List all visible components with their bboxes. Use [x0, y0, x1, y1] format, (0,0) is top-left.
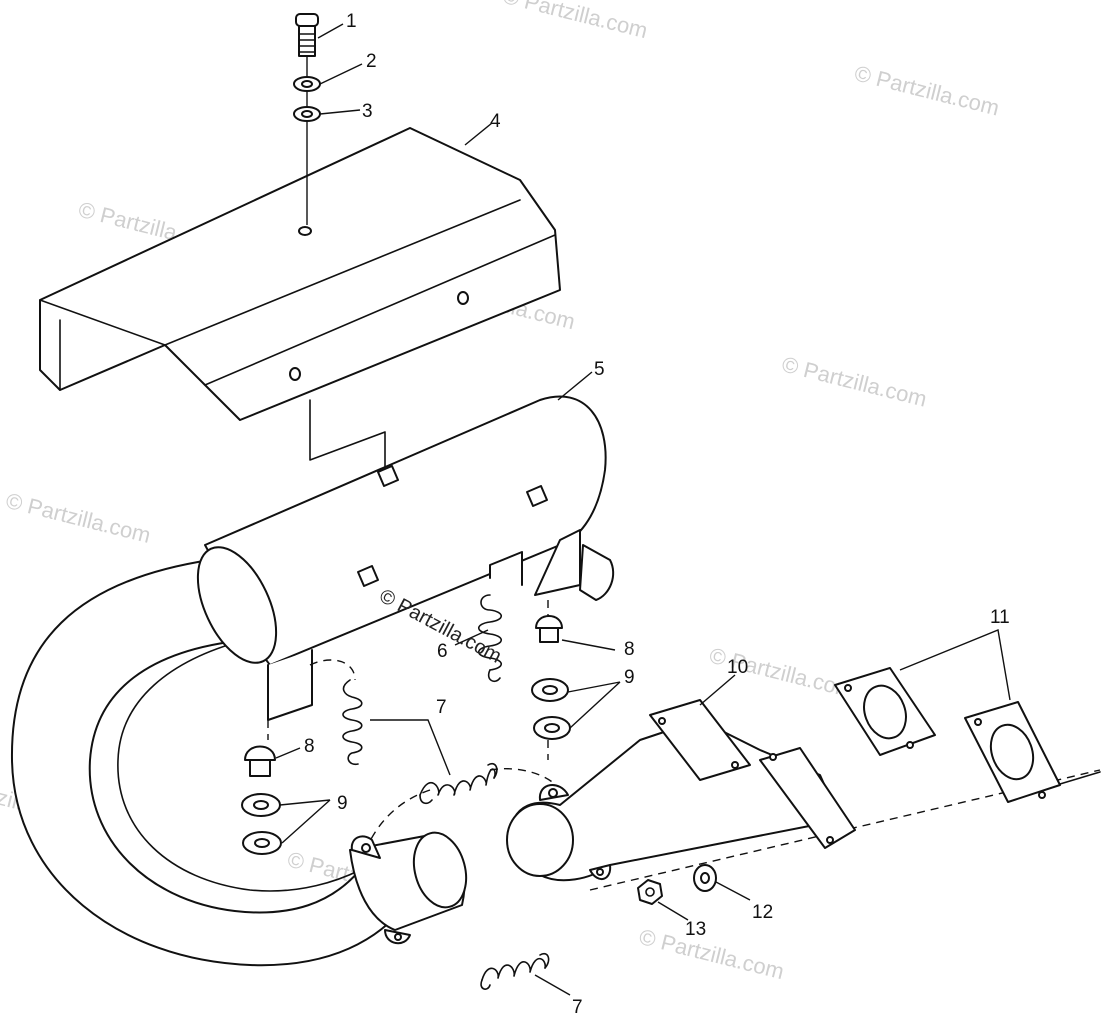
callout-1: 1	[346, 11, 357, 32]
shield-mount-line	[309, 399, 386, 471]
exhaust-manifold	[506, 699, 856, 882]
callout-7: 7	[572, 997, 583, 1018]
callout-8: 8	[304, 736, 315, 757]
spring-hook-dashed-line	[309, 659, 356, 681]
callout-leaders	[275, 23, 1011, 996]
callout-10: 10	[727, 657, 748, 678]
pipe-coupler	[349, 831, 468, 945]
flat-washer	[293, 106, 321, 122]
spring	[477, 594, 503, 682]
callout-12: 12	[752, 902, 773, 923]
bolt	[295, 13, 319, 57]
nut	[637, 879, 663, 905]
callout-9: 9	[337, 793, 348, 814]
callout-3: 3	[362, 101, 373, 122]
callout-9: 9	[624, 667, 635, 688]
washer	[533, 716, 571, 740]
watermark-text: © Partzilla.com	[3, 488, 153, 548]
gasket	[834, 667, 936, 756]
washer	[531, 678, 569, 702]
watermark-text: © Partzilla.com	[637, 924, 787, 984]
lock-washer	[293, 76, 321, 92]
grommet	[535, 615, 563, 643]
watermark-text: © Partzilla.com	[500, 0, 650, 43]
callout-11: 11	[990, 607, 1010, 628]
watermark-text: © Partzilla.com	[779, 352, 929, 412]
grommet	[244, 745, 276, 777]
watermark-text: © Partzilla.com	[852, 60, 1002, 120]
muffler	[196, 395, 615, 721]
washer	[693, 864, 717, 892]
callout-labels: 1 2 3 4 5 6 7 7 8 8 9 9 10 11 12 13	[304, 11, 1010, 1018]
spring-hook-dashed-line	[367, 789, 431, 846]
callout-7: 7	[436, 697, 447, 718]
spring	[480, 952, 550, 990]
callout-4: 4	[490, 111, 501, 132]
callout-6: 6	[437, 641, 448, 662]
washer	[242, 831, 282, 855]
washer	[241, 793, 281, 817]
spring	[342, 679, 363, 766]
gasket	[964, 701, 1061, 803]
spring	[419, 762, 498, 805]
callout-2: 2	[366, 51, 377, 72]
heat-shield	[39, 127, 561, 421]
callout-8: 8	[624, 639, 635, 660]
callout-5: 5	[594, 359, 605, 380]
callout-13: 13	[685, 919, 706, 940]
